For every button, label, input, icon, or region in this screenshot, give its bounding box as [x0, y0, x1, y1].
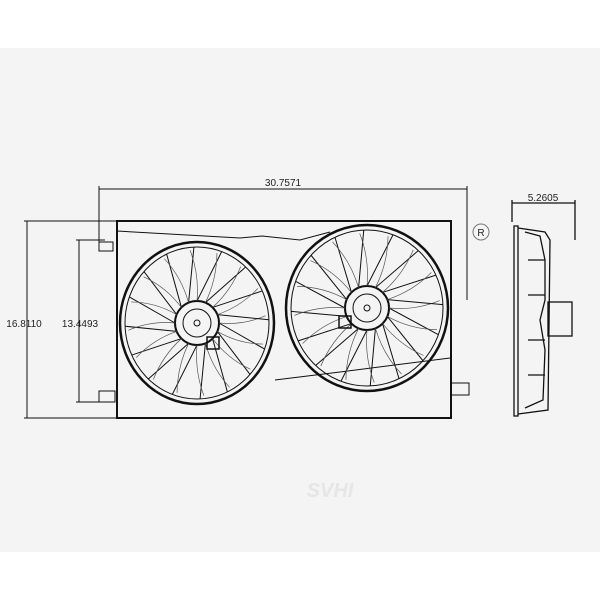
mount-height-label: 13.4493: [62, 319, 99, 330]
registered-mark: R: [477, 228, 484, 239]
watermark: SVHI: [307, 480, 354, 502]
fan-blade: [217, 288, 259, 315]
fan-blade: [375, 236, 389, 288]
fan-blade: [294, 307, 346, 316]
fan-blade: [176, 343, 189, 393]
motor-shaft: [193, 319, 201, 327]
motor-cap: [182, 308, 212, 338]
fan-blade: [345, 328, 359, 380]
fan-blade: [310, 260, 352, 293]
motor-cap: [352, 293, 382, 323]
fan-blade: [320, 323, 352, 367]
fan-spoke: [212, 338, 228, 393]
fan-spoke: [218, 322, 265, 350]
registered-mark-circle: [472, 223, 490, 241]
fan-blade: [196, 344, 205, 396]
shroud-edge: [116, 230, 331, 241]
mount-tab: [98, 390, 116, 403]
fan-blade: [212, 338, 251, 370]
fan-spoke: [171, 344, 198, 395]
fan-blade: [387, 316, 437, 330]
fan-spoke: [205, 266, 247, 304]
fan-spoke: [310, 254, 348, 300]
fan-spoke: [147, 342, 189, 380]
fan-blade: [302, 316, 347, 344]
fan-2: [284, 223, 450, 393]
fan-spoke: [366, 234, 394, 287]
fan-spoke: [382, 274, 437, 293]
fan-blade: [212, 266, 242, 308]
depth-label: 5.2605: [528, 193, 559, 204]
fan-spoke: [125, 325, 177, 332]
fan-blade: [366, 329, 375, 383]
overall-height-dimension: [24, 220, 117, 419]
fan-blade: [218, 315, 266, 324]
side-view: [511, 200, 576, 417]
fan-blade: [135, 331, 177, 358]
fan-spoke: [358, 230, 365, 288]
fan-blade: [332, 241, 359, 288]
fan-blade: [387, 272, 432, 300]
fan-spoke: [143, 271, 178, 315]
width-label: 30.7571: [265, 178, 302, 189]
fan-blade: [217, 331, 264, 345]
fan-blade: [152, 338, 182, 380]
fan-blade: [164, 258, 189, 303]
shroud-edge: [274, 357, 451, 381]
mount-tab: [450, 382, 470, 396]
fan-blade: [359, 233, 368, 287]
fan-spoke: [369, 328, 376, 386]
fan-1: [118, 240, 276, 406]
fan-spoke: [291, 310, 347, 317]
fan-spoke: [387, 299, 443, 306]
fan-spoke: [188, 247, 195, 303]
fan-spoke: [386, 316, 424, 362]
fan-spoke: [334, 237, 352, 293]
fan-spoke: [129, 296, 176, 324]
shroud-frame: [116, 220, 452, 419]
fan-blade: [375, 328, 402, 375]
fan-spoke: [388, 307, 439, 336]
fan-blade: [205, 253, 218, 303]
fan-blade: [130, 301, 177, 315]
fan-spoke: [297, 323, 352, 342]
fan-blade: [382, 323, 424, 356]
fan-spoke: [217, 314, 269, 321]
fan-blade: [143, 276, 182, 308]
fan-blade: [388, 300, 440, 309]
fan-spoke: [375, 250, 419, 289]
fan-spoke: [295, 280, 346, 309]
fan-blade: [382, 249, 414, 293]
fan-spoke: [315, 327, 359, 366]
fan-spoke: [131, 338, 182, 356]
drawing-background: [0, 48, 600, 552]
motor-connector: [206, 336, 220, 350]
motor-shaft: [363, 304, 371, 312]
fan-spoke: [199, 343, 206, 399]
fan-ring: [118, 240, 276, 406]
fan-spoke: [382, 323, 400, 379]
motor-connector: [338, 315, 352, 329]
overall-height-label: 16.8110: [6, 319, 42, 330]
fan-ring-inner: [124, 246, 270, 400]
fan-spoke: [166, 253, 182, 308]
mount-tab: [98, 241, 114, 252]
fan-spoke: [196, 251, 223, 302]
width-dimension: [98, 186, 468, 300]
fan-blade: [128, 322, 176, 331]
fan-spoke: [216, 331, 251, 375]
fan-blade: [189, 250, 198, 302]
fan-ring-inner: [290, 229, 444, 387]
fan-spoke: [340, 329, 368, 382]
fan-ring: [284, 223, 450, 393]
fan-blade: [297, 286, 347, 300]
fan-spoke: [212, 290, 263, 308]
